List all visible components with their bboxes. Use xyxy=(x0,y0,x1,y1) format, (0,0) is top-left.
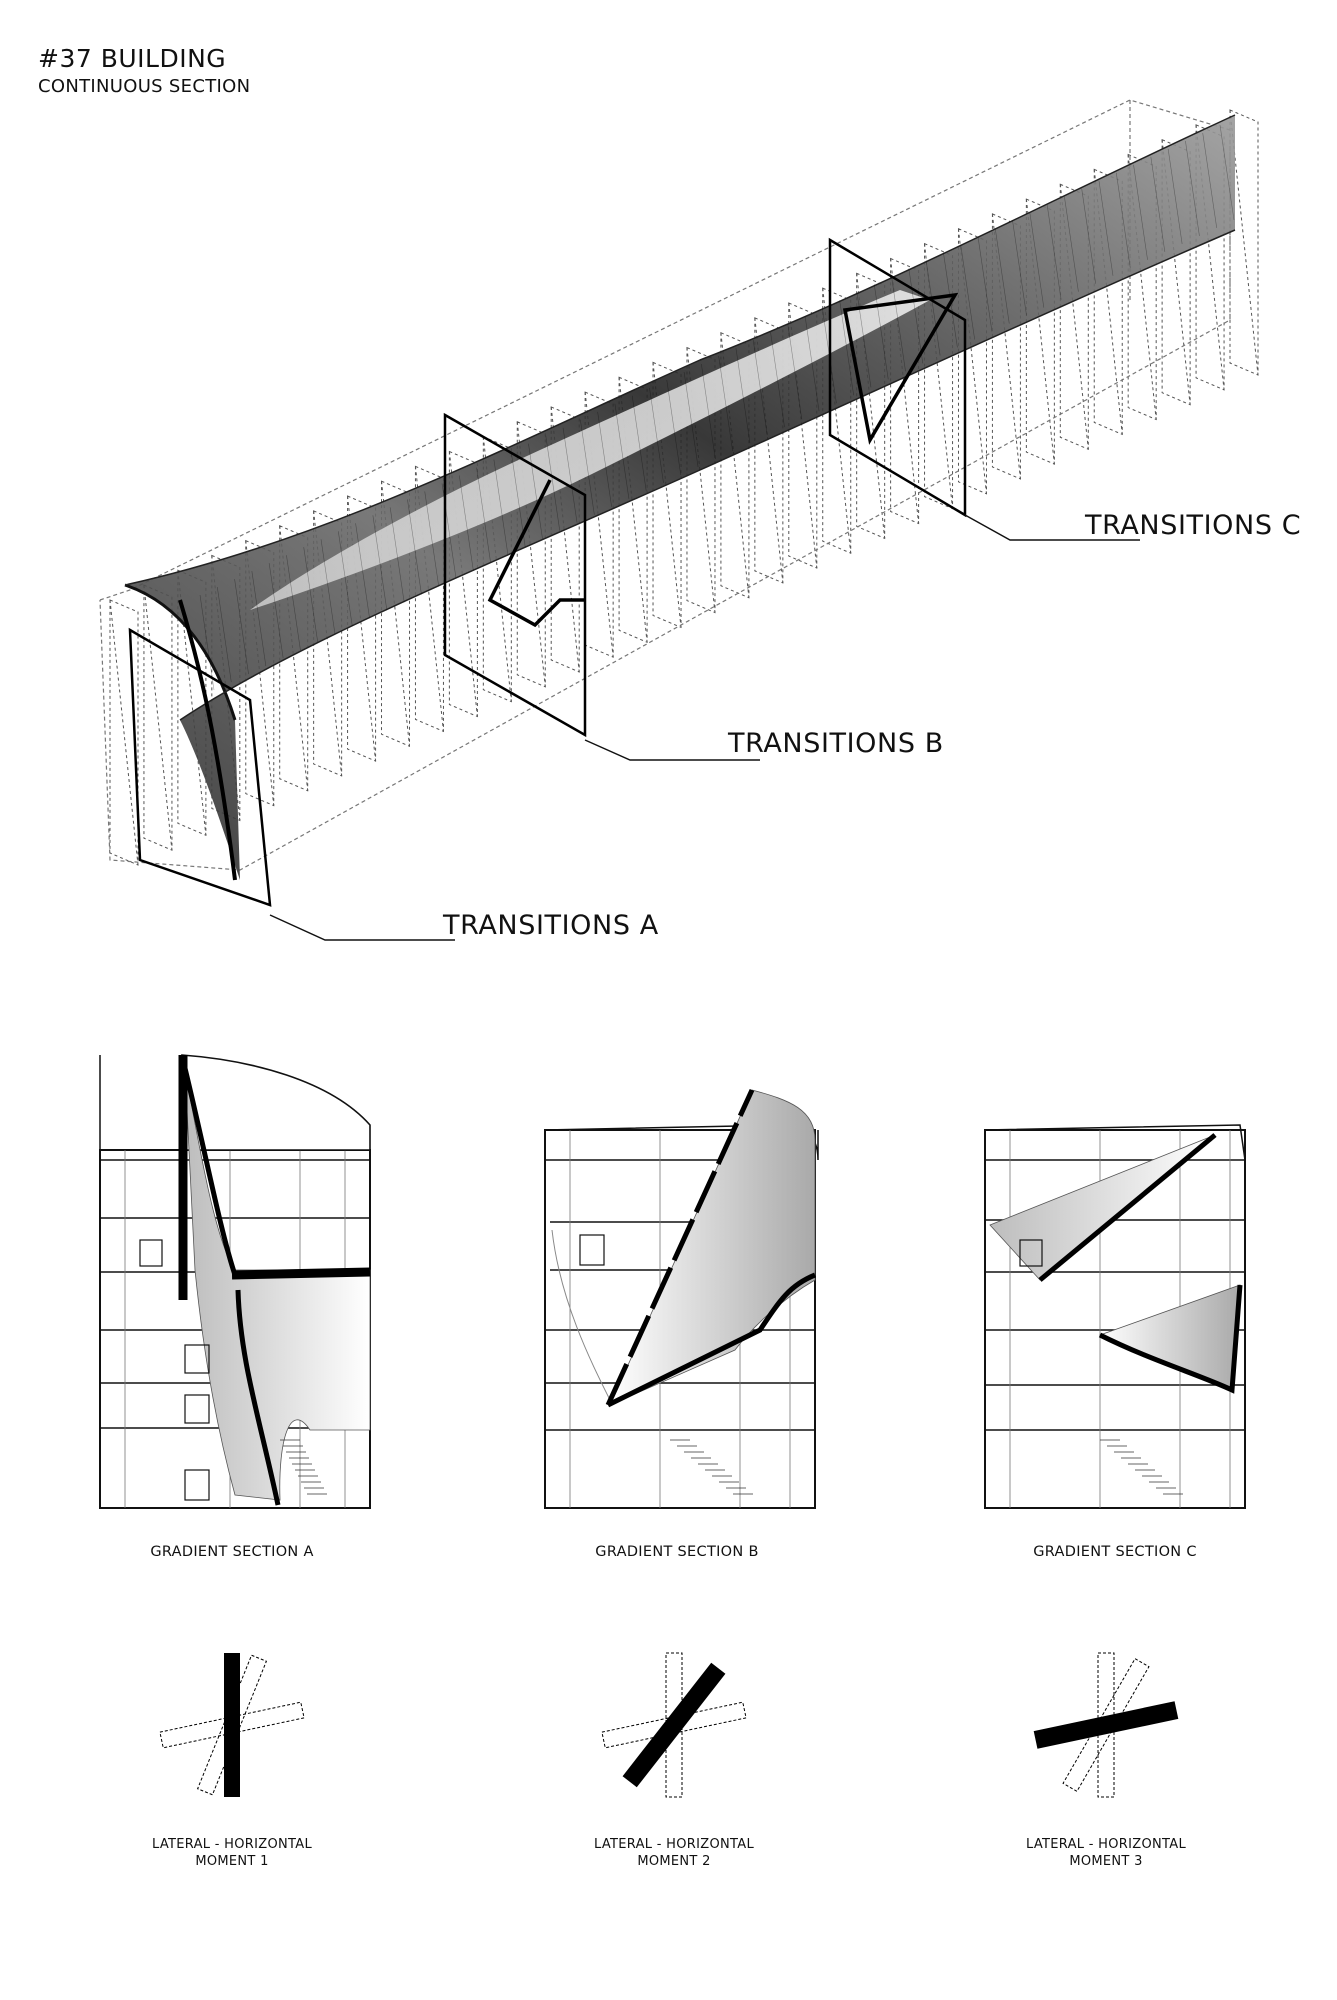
caption-section-a: GRADIENT SECTION A xyxy=(150,1544,314,1560)
hatch-line xyxy=(1167,148,1183,244)
moment-1-line1: LATERAL - HORIZONTAL xyxy=(152,1837,312,1852)
hatch-line xyxy=(251,571,267,667)
hatch-line xyxy=(199,594,215,691)
hatch-line xyxy=(891,276,906,372)
hatch-line xyxy=(562,427,578,523)
hatch-line xyxy=(683,371,699,467)
hatch-line xyxy=(804,316,820,412)
hatch-line xyxy=(528,443,543,539)
section-a-drawing xyxy=(99,1054,371,1509)
section-plane-a xyxy=(128,599,272,907)
hatch-line xyxy=(614,403,630,499)
dashed-diagonal xyxy=(143,585,173,851)
hatch-line xyxy=(286,555,301,651)
callout-transitions-b: TRANSITIONS B xyxy=(728,728,944,759)
hatch-line xyxy=(718,355,733,452)
dashed-diagonal xyxy=(109,599,139,866)
hatch-line xyxy=(1185,140,1200,236)
hatch-line xyxy=(787,324,803,420)
hatch-line xyxy=(407,499,422,595)
hatch-line xyxy=(666,379,682,475)
hatch-line xyxy=(493,459,509,555)
drawing-title: #37 BUILDING xyxy=(38,44,227,73)
hatch-line xyxy=(1046,204,1062,300)
hatch-line xyxy=(873,284,889,380)
hatch-line xyxy=(1133,164,1148,260)
hatch-line xyxy=(1219,124,1235,221)
hatch-line xyxy=(597,411,612,507)
callout-transitions-c: TRANSITIONS C xyxy=(1085,510,1302,541)
hatch-line xyxy=(424,491,440,587)
hatch-line xyxy=(372,515,388,611)
hatch-line xyxy=(545,435,561,531)
hatch-line xyxy=(770,332,785,428)
hatch-line xyxy=(977,236,993,332)
hatch-line xyxy=(1081,188,1096,284)
hatch-line xyxy=(320,539,336,635)
hatch-line xyxy=(1064,196,1079,292)
hatch-line xyxy=(1098,180,1114,276)
hatch-line xyxy=(701,363,716,460)
moment-3-line1: LATERAL - HORIZONTAL xyxy=(1026,1837,1186,1852)
moment-2-line1: LATERAL - HORIZONTAL xyxy=(594,1837,754,1852)
moment-1-glyph xyxy=(159,1653,305,1797)
hatch-line xyxy=(338,531,353,627)
hatch-line xyxy=(1029,212,1045,308)
moment-3-glyph xyxy=(1033,1652,1179,1798)
moment-1-line2: MOMENT 1 xyxy=(195,1854,269,1869)
caption-section-c: GRADIENT SECTION C xyxy=(1033,1544,1197,1560)
hatch-line xyxy=(839,300,854,396)
hatch-line xyxy=(752,340,768,436)
hatch-line xyxy=(303,547,319,643)
caption-section-b: GRADIENT SECTION B xyxy=(595,1544,759,1560)
twisted-surface-dark xyxy=(125,115,1235,880)
section-b-drawing xyxy=(544,1088,819,1509)
hatch-line xyxy=(476,467,491,563)
section-plane-b xyxy=(443,412,587,738)
twisted-surface-light xyxy=(250,290,930,610)
hatch-line xyxy=(1115,172,1131,268)
hatch-line xyxy=(631,395,647,491)
hatch-line xyxy=(580,419,595,515)
moment-2-glyph xyxy=(601,1652,747,1798)
hatch-line xyxy=(960,244,975,340)
hatch-line xyxy=(994,228,1010,324)
moment-2-line2: MOMENT 2 xyxy=(637,1854,711,1869)
hatch-line xyxy=(355,523,370,619)
moment-1-caption: LATERAL - HORIZONTAL MOMENT 1 xyxy=(82,1836,382,1870)
hatch-line xyxy=(925,260,941,356)
section-c-drawing xyxy=(984,1124,1246,1509)
moment-3-line2: MOMENT 3 xyxy=(1069,1854,1143,1869)
hatch-line xyxy=(908,268,924,364)
hatch-line xyxy=(735,348,751,444)
hatch-line xyxy=(1012,220,1027,316)
hatch-line xyxy=(649,387,664,483)
hatch-line xyxy=(268,563,284,659)
axonometric-diagram xyxy=(99,99,1259,941)
hatch-line xyxy=(234,579,249,675)
moment-3-caption: LATERAL - HORIZONTAL MOMENT 3 xyxy=(956,1836,1256,1870)
callout-transitions-a: TRANSITIONS A xyxy=(443,910,659,941)
hatch-line xyxy=(1150,156,1166,252)
drawing-subtitle: CONTINUOUS SECTION xyxy=(38,76,251,97)
hatch-line xyxy=(389,507,405,603)
hatch-line xyxy=(1202,132,1218,229)
hatch-line xyxy=(459,475,474,571)
moment-2-caption: LATERAL - HORIZONTAL MOMENT 2 xyxy=(524,1836,824,1870)
hatch-line xyxy=(216,586,232,683)
